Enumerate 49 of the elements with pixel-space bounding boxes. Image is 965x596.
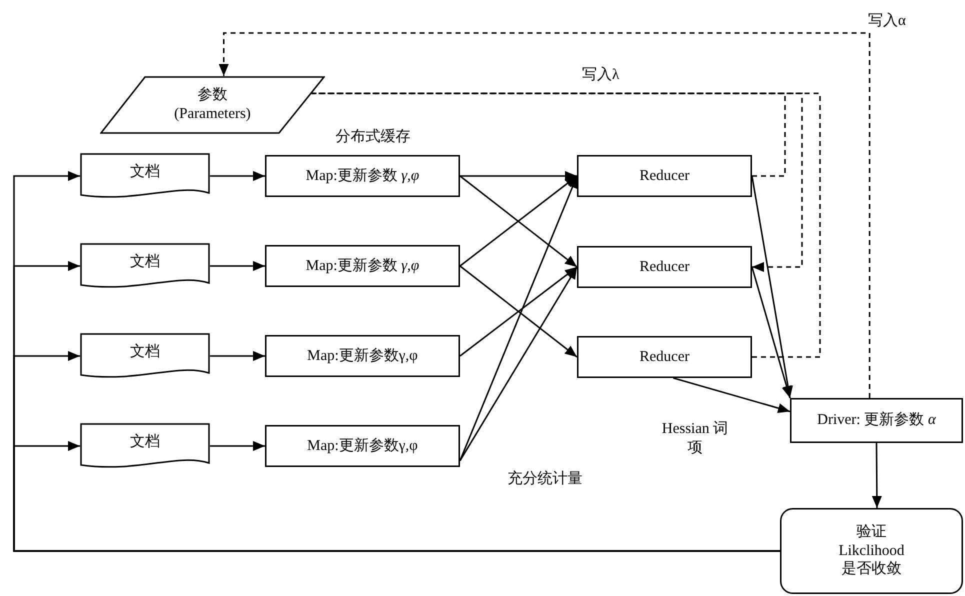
arrow bbox=[459, 176, 578, 461]
process-box bbox=[265, 335, 460, 377]
node-text: Likclihood bbox=[838, 542, 904, 560]
node-text: Map:更新参数 γ,φ bbox=[306, 256, 420, 276]
node-text: 文档 bbox=[130, 342, 160, 362]
document-shape bbox=[80, 243, 210, 289]
node-text: 文档 bbox=[130, 252, 160, 272]
node-text: Reducer bbox=[640, 166, 690, 186]
edge-label: 写入α bbox=[866, 13, 908, 29]
process-box bbox=[577, 336, 752, 378]
node-text: Map:更新参数 γ,φ bbox=[306, 166, 420, 186]
arrow bbox=[459, 266, 578, 462]
process-box bbox=[265, 155, 460, 197]
process-box bbox=[577, 155, 752, 197]
node-text: 文档 bbox=[130, 432, 160, 452]
node-text: 是否收敛 bbox=[842, 560, 902, 580]
process-box bbox=[577, 246, 752, 288]
document-shape bbox=[80, 333, 210, 379]
edge-label: 写入λ bbox=[580, 67, 622, 83]
process-box bbox=[790, 398, 963, 443]
document-shape bbox=[80, 153, 210, 199]
node-text: (Parameters) bbox=[174, 105, 251, 124]
parameters-parallelogram bbox=[100, 76, 325, 134]
node-text: Reducer bbox=[640, 348, 690, 366]
arrow bbox=[872, 443, 882, 508]
node-text: Map:更新参数γ,φ bbox=[307, 436, 418, 456]
annotation-text: Hessian 词项 bbox=[662, 421, 728, 456]
process-box bbox=[265, 245, 460, 287]
arrow bbox=[210, 261, 265, 271]
node-text: 验证 bbox=[856, 522, 886, 542]
node-text: 参数 bbox=[198, 86, 228, 105]
node-text: 文档 bbox=[130, 162, 160, 182]
arrow bbox=[751, 266, 792, 398]
arrow bbox=[210, 171, 265, 181]
node-text: Reducer bbox=[640, 258, 690, 276]
document-shape bbox=[80, 423, 210, 469]
arrow bbox=[210, 351, 265, 361]
arrow bbox=[460, 171, 577, 181]
dashed-arrow bbox=[218, 32, 870, 398]
node-text: Map:更新参数γ,φ bbox=[307, 346, 418, 366]
arrow bbox=[751, 176, 793, 398]
process-box bbox=[265, 425, 460, 467]
arrow bbox=[13, 441, 780, 552]
arrow bbox=[210, 441, 265, 451]
node-text: Driver: 更新参数 α bbox=[817, 411, 936, 430]
annotation-text: 充分统计量 bbox=[508, 471, 582, 487]
annotation-text: 分布式缓存 bbox=[336, 129, 410, 145]
terminal-box bbox=[780, 508, 963, 594]
arrow bbox=[673, 377, 790, 413]
